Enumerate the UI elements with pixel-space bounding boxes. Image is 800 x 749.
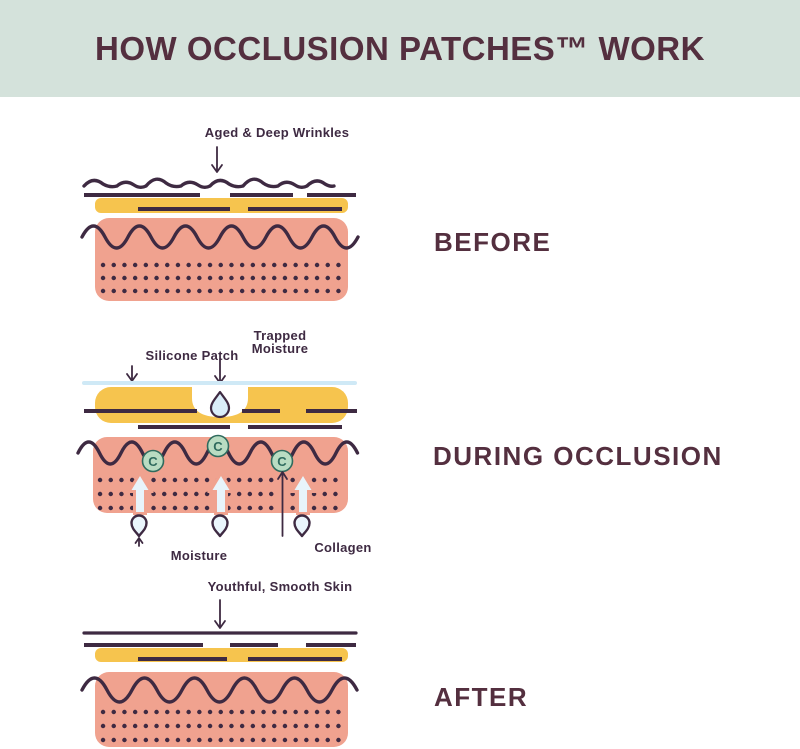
aged-wrinkles-label: Aged & Deep Wrinkles bbox=[204, 125, 350, 140]
collagen-c-badge: C bbox=[270, 449, 294, 473]
svg-text:C: C bbox=[213, 439, 223, 454]
stage-label-after: AFTER bbox=[434, 682, 529, 712]
skin-block bbox=[95, 672, 348, 747]
trapped-droplet-icon bbox=[209, 390, 231, 419]
moisture-up-arrow-icon bbox=[289, 470, 317, 515]
trapped-moisture-label: Trapped Moisture bbox=[251, 328, 309, 356]
silicone-film bbox=[82, 381, 357, 385]
down-arrow-icon bbox=[211, 146, 223, 173]
collagen-c-badge: C bbox=[141, 449, 165, 473]
svg-text:C: C bbox=[148, 454, 158, 469]
stage-label-during: DURING OCCLUSION bbox=[433, 441, 723, 471]
up-arrow-icon bbox=[134, 537, 144, 547]
skin-wave-line bbox=[80, 224, 360, 250]
after-diagram bbox=[80, 599, 359, 747]
collagen-label: Collagen bbox=[314, 540, 372, 555]
moisture-label: Moisture bbox=[170, 548, 228, 563]
moisture-up-arrow-icon bbox=[207, 470, 235, 515]
stage-label-before: BEFORE bbox=[434, 227, 552, 257]
skin-wave-line bbox=[80, 676, 359, 704]
collagen-c-badge: C bbox=[206, 434, 230, 458]
youthful-skin-label: Youthful, Smooth Skin bbox=[207, 579, 353, 594]
page-title: HOW OCCLUSION PATCHES™ WORK bbox=[95, 29, 705, 67]
skin-block bbox=[95, 218, 348, 301]
down-arrow-icon bbox=[214, 599, 226, 629]
silicone-patch-label: Silicone Patch bbox=[145, 348, 239, 363]
skin-dots bbox=[100, 262, 343, 294]
before-diagram bbox=[80, 146, 360, 301]
moisture-up-arrow-icon bbox=[126, 470, 154, 515]
moisture-droplet-icon bbox=[130, 514, 148, 538]
wrinkled-skin-line bbox=[82, 177, 336, 189]
svg-text:C: C bbox=[277, 454, 287, 469]
moisture-droplet-icon bbox=[293, 514, 311, 538]
down-arrow-icon bbox=[126, 365, 138, 382]
skin-dots bbox=[100, 709, 343, 743]
header-band: HOW OCCLUSION PATCHES™ WORK bbox=[0, 0, 800, 97]
during-occlusion-diagram: C C C bbox=[76, 358, 360, 547]
patch-dashes bbox=[84, 409, 357, 429]
moisture-droplet-icon bbox=[211, 514, 229, 538]
collagen-pointer-arrow bbox=[277, 471, 288, 537]
